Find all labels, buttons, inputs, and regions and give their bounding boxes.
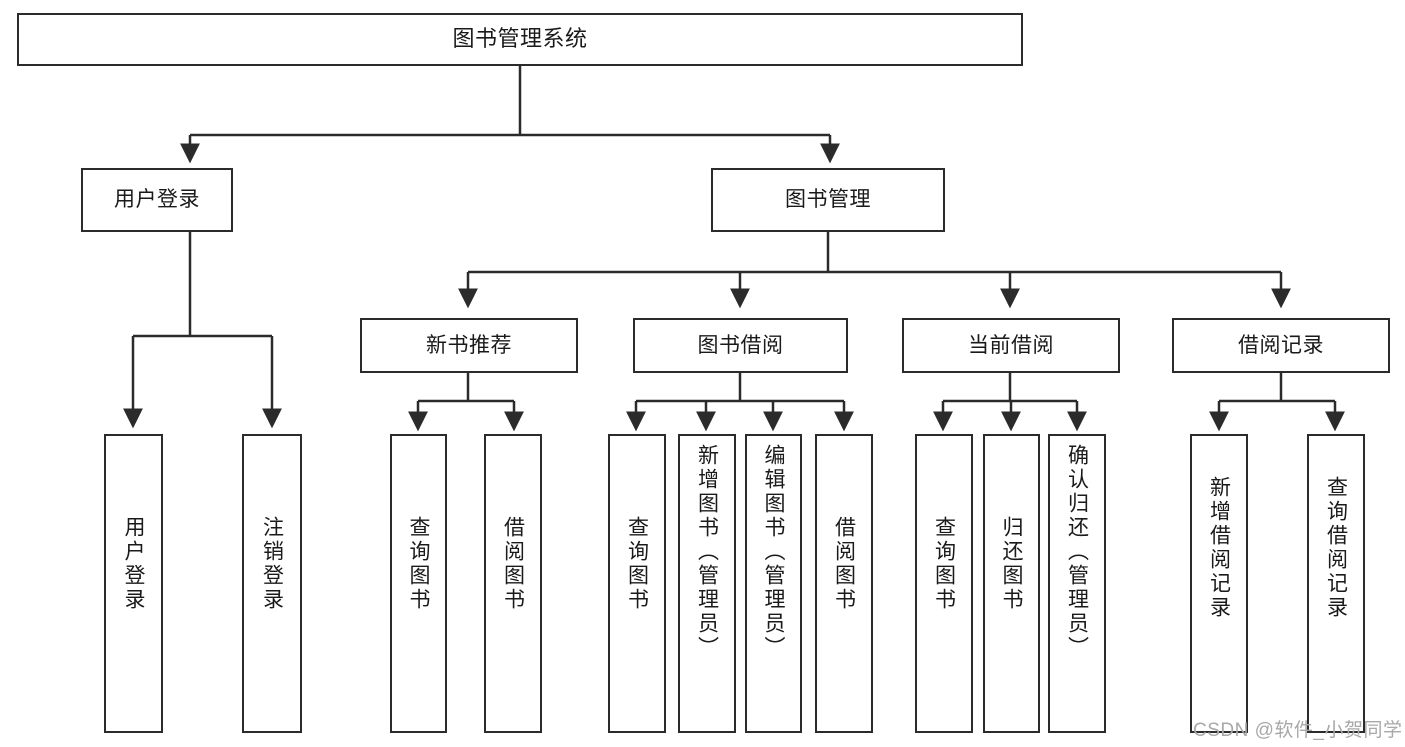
node-book-manage-label: 图书管理 bbox=[785, 188, 871, 212]
node-leaf-add-book-admin[interactable]: 新增图书（管理员） bbox=[678, 434, 736, 733]
node-book-manage[interactable]: 图书管理 bbox=[711, 168, 945, 232]
node-leaf-confirm-return-admin-label: 确认归还（管理员） bbox=[1065, 444, 1089, 660]
node-user-login-label: 用户登录 bbox=[114, 188, 200, 212]
node-leaf-query-book-2-label: 查询图书 bbox=[625, 516, 649, 612]
node-leaf-borrow-book-2[interactable]: 借阅图书 bbox=[815, 434, 873, 733]
node-leaf-borrow-book-2-label: 借阅图书 bbox=[832, 516, 856, 612]
node-leaf-add-borrow-record[interactable]: 新增借阅记录 bbox=[1190, 434, 1248, 733]
node-leaf-logout-login-label: 注销登录 bbox=[260, 516, 284, 612]
node-leaf-query-book-3-label: 查询图书 bbox=[932, 516, 956, 612]
node-new-book-recommend-label: 新书推荐 bbox=[426, 333, 512, 357]
node-leaf-query-borrow-record[interactable]: 查询借阅记录 bbox=[1307, 434, 1365, 733]
node-leaf-query-book-1[interactable]: 查询图书 bbox=[390, 434, 447, 733]
node-book-borrow[interactable]: 图书借阅 bbox=[633, 318, 848, 373]
node-leaf-query-borrow-record-label: 查询借阅记录 bbox=[1324, 476, 1348, 620]
node-leaf-user-login-label: 用户登录 bbox=[122, 516, 145, 612]
node-leaf-add-borrow-record-label: 新增借阅记录 bbox=[1207, 476, 1231, 620]
node-new-book-recommend[interactable]: 新书推荐 bbox=[360, 318, 578, 373]
node-leaf-query-book-2[interactable]: 查询图书 bbox=[608, 434, 666, 733]
node-leaf-edit-book-admin-label: 编辑图书（管理员） bbox=[762, 444, 785, 660]
node-leaf-borrow-book-1[interactable]: 借阅图书 bbox=[484, 434, 542, 733]
node-leaf-confirm-return-admin[interactable]: 确认归还（管理员） bbox=[1048, 434, 1106, 733]
node-borrow-record-label: 借阅记录 bbox=[1238, 333, 1324, 357]
node-leaf-edit-book-admin[interactable]: 编辑图书（管理员） bbox=[745, 434, 802, 733]
node-root-label: 图书管理系统 bbox=[452, 26, 588, 52]
node-book-borrow-label: 图书借阅 bbox=[697, 333, 784, 357]
node-leaf-logout-login[interactable]: 注销登录 bbox=[242, 434, 302, 733]
node-current-borrow-label: 当前借阅 bbox=[968, 333, 1054, 357]
node-leaf-return-book-label: 归还图书 bbox=[1000, 516, 1023, 612]
node-borrow-record[interactable]: 借阅记录 bbox=[1172, 318, 1390, 373]
node-leaf-return-book[interactable]: 归还图书 bbox=[983, 434, 1040, 733]
node-leaf-add-book-admin-label: 新增图书（管理员） bbox=[695, 444, 719, 660]
node-current-borrow[interactable]: 当前借阅 bbox=[902, 318, 1120, 373]
node-root[interactable]: 图书管理系统 bbox=[17, 13, 1023, 66]
node-leaf-query-book-3[interactable]: 查询图书 bbox=[915, 434, 973, 733]
node-leaf-query-book-1-label: 查询图书 bbox=[407, 516, 430, 612]
node-leaf-borrow-book-1-label: 借阅图书 bbox=[501, 516, 525, 612]
watermark: CSDN @软件_小贺同学 bbox=[1193, 720, 1403, 741]
node-leaf-user-login[interactable]: 用户登录 bbox=[104, 434, 163, 733]
node-user-login[interactable]: 用户登录 bbox=[81, 168, 233, 232]
